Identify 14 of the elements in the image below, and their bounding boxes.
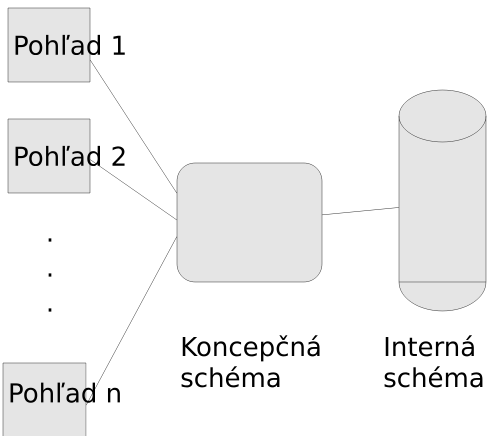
ellipsis-dot: . xyxy=(48,238,52,242)
view-box: Pohľad n xyxy=(2,362,120,436)
connector-line xyxy=(86,236,177,406)
view-box: Pohľad 2 xyxy=(8,118,125,194)
connector-line xyxy=(322,207,399,216)
connector-line xyxy=(90,159,177,220)
ellipsis-dot: . xyxy=(48,273,52,277)
node-label: Interná schéma xyxy=(384,335,482,388)
rounded-box xyxy=(176,162,322,282)
ellipsis-dot: . xyxy=(48,308,52,312)
view-box: Pohľad 1 xyxy=(8,8,125,82)
node-label: Koncepčná schéma xyxy=(182,335,320,388)
cylinder xyxy=(398,90,486,312)
connector-line xyxy=(90,60,177,194)
